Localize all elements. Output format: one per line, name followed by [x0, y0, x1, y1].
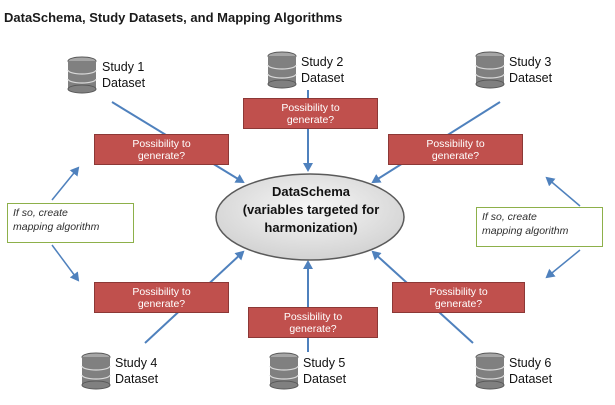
mapping-note-line2: mapping algorithm: [13, 221, 100, 233]
diagram-title: DataSchema, Study Datasets, and Mapping …: [4, 10, 343, 25]
generate-box-line2: generate?: [289, 322, 337, 335]
generate-box-line2: generate?: [434, 297, 483, 310]
generate-box-line1: Possibility to: [132, 285, 191, 298]
dataschema-subtitle-line2: harmonization): [264, 220, 358, 235]
study-6-dataset: Dataset: [509, 372, 553, 386]
generate-box-line2: generate?: [137, 149, 186, 162]
database-icon: [269, 352, 299, 390]
study-5-dataset: Dataset: [303, 372, 347, 386]
arrow-right-up: [545, 176, 581, 207]
generate-box-line1: Possibility to: [132, 137, 191, 150]
study-6: Study 6 Dataset: [505, 353, 552, 387]
mapping-note-left: If so, create mapping algorithm: [7, 203, 134, 243]
arrow-left-down: [51, 244, 80, 282]
dataschema-label: DataSchema (variables targeted for harmo…: [218, 183, 404, 237]
mapping-note-line1: If so, create: [482, 211, 537, 223]
study-5-name: Study 5: [303, 356, 346, 370]
study-2-dataset: Dataset: [301, 71, 345, 85]
dataschema-title: DataSchema: [271, 184, 351, 199]
database-icon: [267, 51, 297, 89]
generate-box-line1: Possibility to: [429, 285, 488, 298]
study-1-dataset: Dataset: [102, 76, 146, 90]
mapping-note-line2: mapping algorithm: [482, 225, 569, 237]
mapping-note-right: If so, create mapping algorithm: [476, 207, 603, 247]
study-1: Study 1 Dataset: [98, 57, 145, 91]
study-2: Study 2 Dataset: [297, 52, 344, 86]
study-3-dataset: Dataset: [509, 71, 553, 85]
study-4: Study 4 Dataset: [111, 353, 158, 387]
generate-box-line2: generate?: [286, 113, 335, 126]
study-4-name: Study 4: [115, 356, 158, 370]
study-3: Study 3 Dataset: [505, 52, 552, 86]
database-icon: [67, 56, 97, 94]
database-icon: [81, 352, 111, 390]
arrow-right-down: [545, 249, 581, 279]
generate-box-line1: Possibility to: [281, 101, 340, 114]
study-4-dataset: Dataset: [115, 372, 159, 386]
study-2-name: Study 2: [301, 55, 344, 69]
generate-box-line2: generate?: [431, 149, 480, 162]
generate-box-line2: generate?: [137, 297, 186, 310]
database-icon: [475, 51, 505, 89]
study-1-name: Study 1: [102, 60, 145, 74]
study-6-name: Study 6: [509, 356, 552, 370]
arrow-left-up: [51, 166, 80, 201]
study-5: Study 5 Dataset: [299, 353, 346, 387]
dataschema-subtitle-line1: (variables targeted for: [242, 202, 380, 217]
generate-box-line1: Possibility to: [283, 310, 343, 323]
study-3-name: Study 3: [509, 55, 552, 69]
generate-box-line1: Possibility to: [426, 137, 485, 150]
dataschema-ellipse: [215, 173, 405, 261]
database-icon: [475, 352, 505, 390]
mapping-note-line1: If so, create: [13, 207, 68, 219]
